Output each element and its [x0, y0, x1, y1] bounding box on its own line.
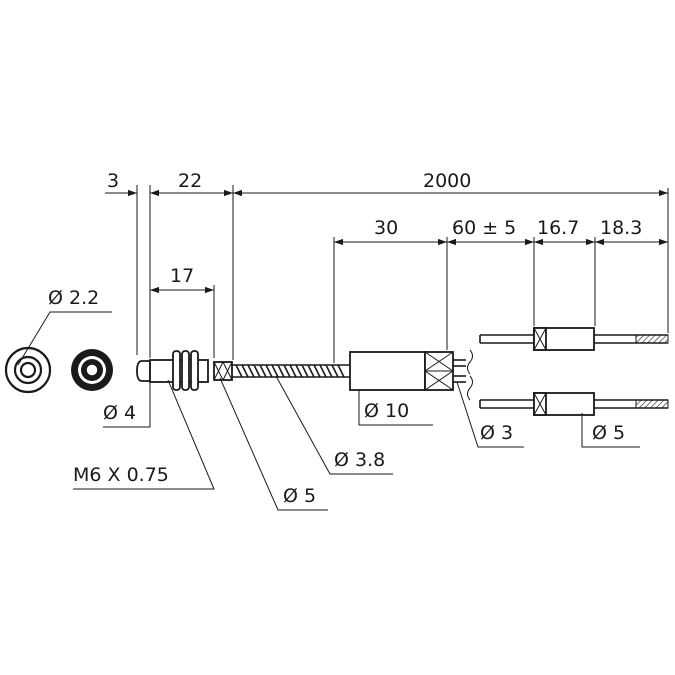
- dim-18-3: 18.3: [600, 217, 642, 239]
- dim-60-tolerance: 60 ± 5: [452, 217, 516, 239]
- callout-dia-4: Ø 4: [103, 370, 151, 428]
- callout-dia-3: Ø 3: [456, 381, 524, 448]
- label-dia-4: Ø 4: [103, 402, 136, 424]
- label-dia-5-end: Ø 5: [592, 422, 625, 444]
- callout-dia-2-2: Ø 2.2: [17, 287, 112, 366]
- callout-dia-5-nut: Ø 5: [219, 377, 328, 511]
- dimension-lines: [105, 189, 668, 294]
- callout-dia-5-end: Ø 5: [581, 413, 640, 448]
- fiber-end-upper: [479, 327, 669, 351]
- armored-cable: [232, 364, 350, 378]
- sensor-head: [136, 350, 233, 391]
- label-dia-5-nut: Ø 5: [283, 485, 316, 507]
- end-view-front: [4, 346, 52, 394]
- callout-dia-3-8: Ø 3.8: [275, 375, 393, 475]
- dim-17: 17: [170, 265, 194, 287]
- extension-lines: [136, 185, 669, 363]
- label-dia-3: Ø 3: [480, 422, 513, 444]
- dim-2000: 2000: [423, 170, 471, 192]
- dim-3: 3: [107, 170, 119, 192]
- callout-dia-10: Ø 10: [358, 390, 433, 426]
- label-dia-2-2: Ø 2.2: [48, 287, 99, 309]
- dim-22: 22: [178, 170, 202, 192]
- end-view-back: [71, 349, 113, 391]
- splitter-body: [349, 349, 473, 401]
- label-dia-3-8: Ø 3.8: [334, 449, 385, 471]
- dim-30: 30: [374, 217, 398, 239]
- dim-16-7: 16.7: [537, 217, 579, 239]
- callout-thread: M6 X 0.75: [73, 379, 215, 490]
- label-dia-10: Ø 10: [364, 400, 409, 422]
- fiber-end-lower: [479, 392, 669, 416]
- label-thread: M6 X 0.75: [73, 464, 169, 486]
